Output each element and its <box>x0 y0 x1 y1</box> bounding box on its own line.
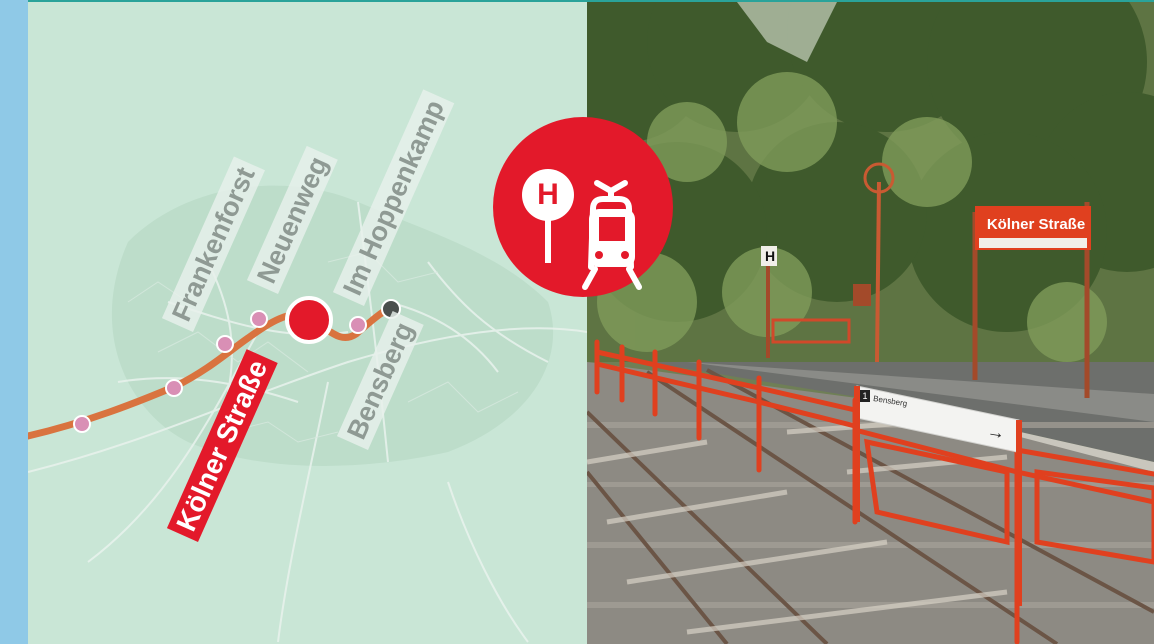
map-graphic <box>28 185 587 643</box>
stop-dot-im-hoppenkamp <box>349 316 367 334</box>
lamp-icon <box>863 162 895 194</box>
station-photo: Kölner Straße H 1 Bensberg → <box>587 2 1154 644</box>
stop-dot-frankenforst <box>216 335 234 353</box>
stop-dot <box>165 379 183 397</box>
stop-letter: H <box>537 178 559 211</box>
left-accent-bar <box>0 0 28 644</box>
stop-dot-koelner-strasse <box>285 296 333 344</box>
platform-h-sign-board <box>761 246 777 266</box>
tram-icon <box>582 180 642 290</box>
stop-badge: H <box>493 117 673 297</box>
direction-board-number: 1 <box>862 391 868 401</box>
stop-dot <box>73 415 91 433</box>
route-map: Frankenforst Neuenweg Kölner Straße Im H… <box>28 2 587 644</box>
direction-arrow: → <box>985 420 1007 444</box>
top-accent-line <box>0 0 1154 2</box>
bus-stop-h-icon <box>522 169 574 263</box>
photo-illustration <box>587 2 1154 644</box>
stop-dot-neuenweg <box>250 310 268 328</box>
platform-h-sign: H <box>764 248 776 264</box>
badge-icons <box>522 169 642 290</box>
station-name-sign: Kölner Straße <box>986 216 1086 233</box>
